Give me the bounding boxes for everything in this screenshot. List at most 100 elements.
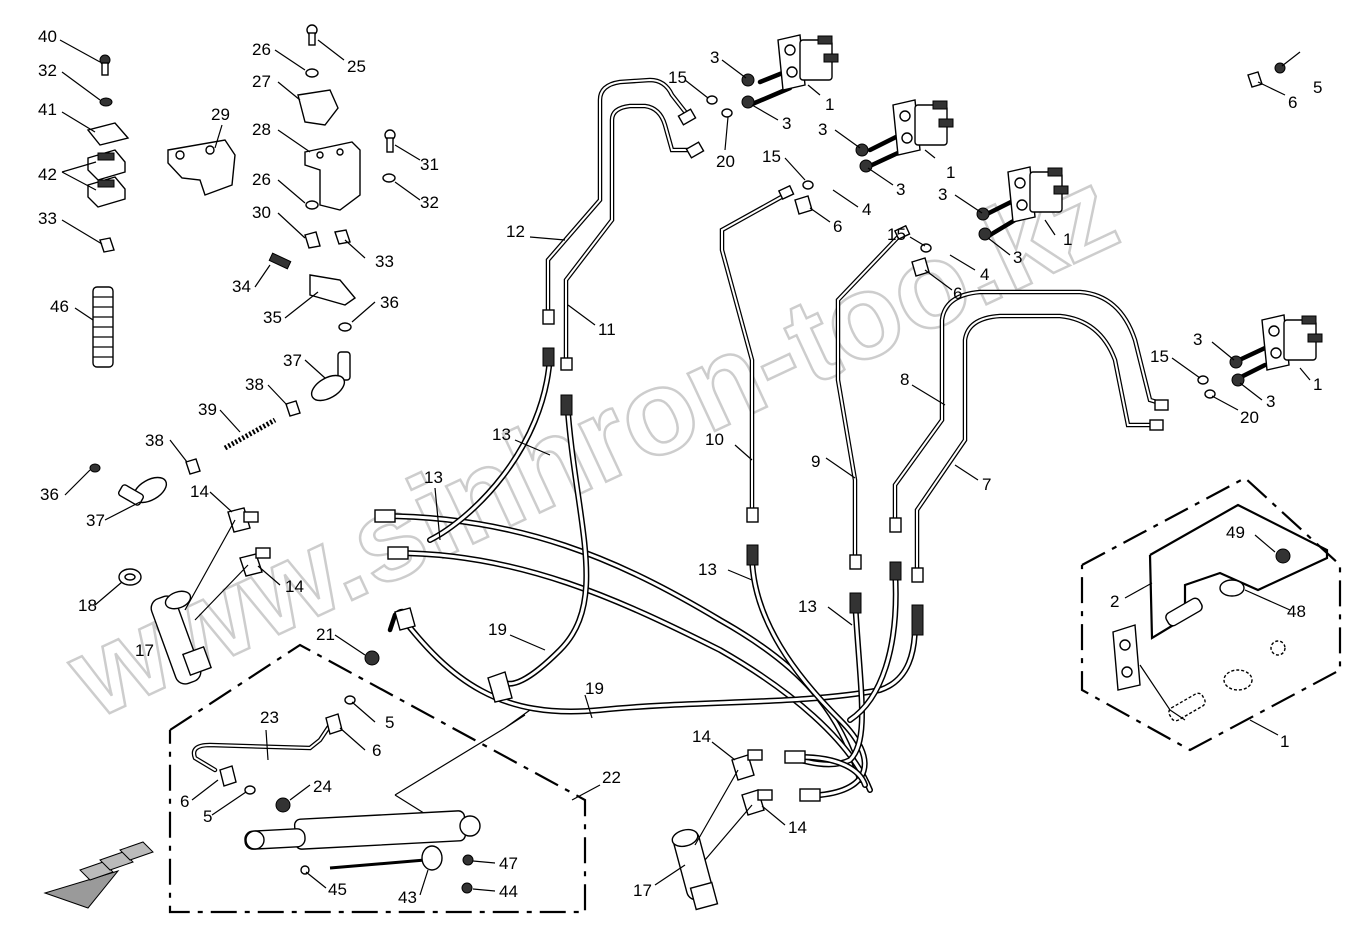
callout-13c: 13: [698, 560, 717, 579]
callout-14c: 14: [692, 727, 711, 746]
detail-box-1: [1080, 476, 1342, 752]
callout-11: 11: [598, 320, 616, 339]
callout-21: 21: [316, 625, 335, 644]
callout-19b: 19: [585, 679, 604, 698]
callout-20: 20: [716, 152, 735, 171]
valve-block-1a: [777, 34, 839, 91]
leader-lines: [59, 39, 1311, 896]
valve-block-1d: [1261, 314, 1323, 371]
cylinder-17-left: [150, 519, 249, 685]
callout-5c: 5: [1313, 78, 1322, 97]
callout-3: 3: [710, 48, 719, 67]
direction-arrow: [43, 841, 154, 909]
mounting-parts: [86, 24, 396, 506]
callout-2: 2: [1110, 592, 1119, 611]
callout-1d: 1: [1313, 375, 1322, 394]
callout-13d: 13: [798, 597, 817, 616]
bracket-28: [304, 141, 361, 211]
callout-42: 42: [38, 165, 57, 184]
callout-39: 39: [198, 400, 217, 419]
callout-37b: 37: [86, 511, 105, 530]
callout-20b: 20: [1240, 408, 1259, 427]
callout-1: 1: [825, 95, 834, 114]
callout-6d: 6: [953, 284, 962, 303]
callout-40: 40: [38, 27, 57, 46]
callout-37: 37: [283, 351, 302, 370]
callout-15: 15: [668, 68, 687, 87]
callout-29: 29: [211, 105, 230, 124]
callout-32: 32: [38, 61, 57, 80]
callout-13: 13: [424, 468, 443, 487]
valve-block-1b: [892, 99, 954, 156]
callout-22: 22: [602, 768, 621, 787]
callout-8: 8: [900, 370, 909, 389]
callout-36b: 36: [40, 485, 59, 504]
callout-3f: 3: [1013, 248, 1022, 267]
callout-10: 10: [705, 430, 724, 449]
callout-26: 26: [252, 40, 271, 59]
callout-32b: 32: [420, 193, 439, 212]
callout-38b: 38: [145, 431, 164, 450]
callout-7: 7: [982, 475, 991, 494]
hydraulic-cylinder: [244, 810, 481, 850]
callout-1c: 1: [1063, 230, 1072, 249]
callout-31: 31: [420, 155, 439, 174]
valve-block-1c: [1007, 166, 1069, 223]
callout-15d: 15: [1150, 347, 1169, 366]
callout-6: 6: [372, 741, 381, 760]
callout-33b: 33: [375, 252, 394, 271]
callout-47: 47: [499, 854, 518, 873]
callout-3e: 3: [938, 185, 947, 204]
callout-34: 34: [232, 277, 251, 296]
callout-26b: 26: [252, 170, 271, 189]
callout-5b: 5: [203, 807, 212, 826]
callout-41: 41: [38, 100, 57, 119]
callout-30: 30: [252, 203, 271, 222]
callout-17b: 17: [633, 881, 652, 900]
callout-17: 17: [135, 641, 154, 660]
callout-5: 5: [385, 713, 394, 732]
valve-blocks: [777, 34, 1323, 371]
callout-3d: 3: [896, 180, 905, 199]
cylinders: [118, 519, 753, 911]
callout-13b: 13: [492, 425, 511, 444]
callout-36: 36: [380, 293, 399, 312]
callout-24: 24: [313, 777, 332, 796]
callout-4: 4: [862, 200, 871, 219]
callout-1e: 1: [1280, 732, 1289, 751]
callout-33: 33: [38, 209, 57, 228]
callout-3g: 3: [1193, 330, 1202, 349]
watermark: www.sinhron-too.kz: [48, 142, 1135, 744]
callout-15b: 15: [762, 147, 781, 166]
callout-14: 14: [190, 482, 209, 501]
callout-44: 44: [499, 882, 518, 901]
detail-box-22: [168, 643, 587, 914]
bracket-29: [167, 139, 236, 196]
callout-14b: 14: [285, 577, 304, 596]
callout-18: 18: [78, 596, 97, 615]
callout-28: 28: [252, 120, 271, 139]
callout-3b: 3: [782, 114, 791, 133]
pipe-group: [191, 67, 1268, 773]
callout-14d: 14: [788, 818, 807, 837]
callout-6b: 6: [180, 792, 189, 811]
callout-45: 45: [328, 880, 347, 899]
callout-43: 43: [398, 888, 417, 907]
cylinder-17-right: [671, 769, 753, 911]
callout-23: 23: [260, 708, 279, 727]
callout-12: 12: [506, 222, 525, 241]
fittings: [219, 62, 1286, 816]
callout-3c: 3: [818, 120, 827, 139]
callout-1b: 1: [946, 163, 955, 182]
callout-35: 35: [263, 308, 282, 327]
callout-15c: 15: [887, 225, 906, 244]
callout-25: 25: [347, 57, 366, 76]
callout-6e: 6: [1288, 93, 1297, 112]
callout-labels: 40 32 41 42 33 46 29 26 25 27 28 31 26 3…: [38, 27, 1322, 907]
callout-19: 19: [488, 620, 507, 639]
callout-6c: 6: [833, 217, 842, 236]
callout-9: 9: [811, 452, 820, 471]
callout-49: 49: [1226, 523, 1245, 542]
callout-4b: 4: [980, 265, 989, 284]
